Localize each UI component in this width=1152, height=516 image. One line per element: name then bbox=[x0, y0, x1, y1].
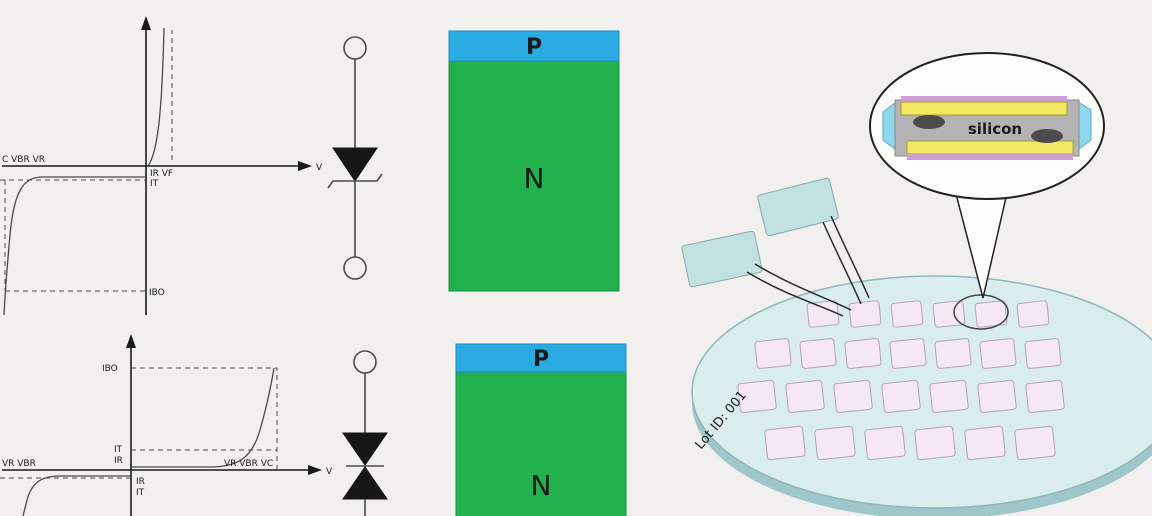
wafer-die bbox=[785, 379, 825, 414]
wafer-die bbox=[864, 425, 906, 461]
passivation-top bbox=[901, 96, 1067, 102]
wafer-die bbox=[889, 338, 927, 369]
it-lower-label: IT bbox=[136, 488, 145, 498]
p-region bbox=[455, 343, 627, 373]
n-region bbox=[455, 343, 627, 516]
triangle-down-icon bbox=[342, 432, 388, 466]
probe-pad-left bbox=[681, 230, 763, 288]
p-label: P bbox=[533, 347, 549, 372]
it-label: IT bbox=[150, 179, 159, 189]
probe-wire bbox=[822, 221, 862, 305]
n-label: N bbox=[524, 162, 545, 195]
wafer-die bbox=[929, 379, 969, 414]
ir-vf-label: IR VF bbox=[150, 169, 173, 179]
probe-wire bbox=[754, 263, 852, 311]
diac-symbol bbox=[342, 350, 388, 516]
iv-graph-diac: V IBO IT IR VR VBR VR VBR VC IR IT bbox=[0, 334, 333, 516]
terminal-top-icon bbox=[353, 350, 377, 374]
metal-layer-top bbox=[900, 101, 1068, 116]
breakover-curve bbox=[131, 367, 275, 468]
probe-wire bbox=[830, 215, 870, 299]
it-upper-label: IT bbox=[114, 445, 123, 455]
wafer-die bbox=[1014, 425, 1056, 461]
n-region bbox=[448, 30, 620, 292]
wafer-die bbox=[806, 300, 840, 328]
reverse-curve bbox=[22, 475, 131, 516]
wafer-die bbox=[914, 425, 956, 461]
n-label: N bbox=[531, 469, 552, 502]
contact-bump-left bbox=[913, 115, 945, 129]
wafer-die bbox=[1016, 300, 1050, 328]
x-axis-label: V bbox=[326, 467, 333, 477]
ibo-label: IBO bbox=[102, 364, 118, 374]
wafer-die bbox=[890, 300, 924, 328]
x-axis-arrow-icon bbox=[308, 465, 322, 475]
passivation-bottom bbox=[907, 154, 1073, 160]
wafer-die bbox=[737, 379, 777, 414]
silicon-label: silicon bbox=[968, 120, 1022, 138]
probe-wire bbox=[746, 271, 844, 317]
contact-bump-right bbox=[1031, 129, 1063, 143]
ir-upper-label: IR bbox=[114, 456, 123, 466]
x-axis-arrow-icon bbox=[298, 161, 312, 171]
zener-diode-symbol bbox=[327, 36, 383, 280]
wafer-die bbox=[977, 379, 1017, 414]
wafer-die bbox=[833, 379, 873, 414]
vr-vbr-left-label: VR VBR bbox=[2, 459, 36, 469]
wafer-die bbox=[1024, 338, 1062, 369]
wafer-die bbox=[881, 379, 921, 414]
probe-pads bbox=[681, 177, 870, 317]
diode-triangle-icon bbox=[332, 147, 378, 182]
die-grid bbox=[737, 300, 1065, 461]
wafer-die bbox=[974, 300, 1008, 328]
wafer-die bbox=[814, 425, 856, 461]
vr-vbr-vc-label: VR VBR VC bbox=[224, 459, 273, 469]
ibo-dash-box bbox=[131, 367, 278, 470]
terminal-top-icon bbox=[343, 36, 367, 60]
highlight-circle bbox=[953, 294, 1009, 330]
ir-lower-label: IR bbox=[136, 477, 145, 487]
wafer-die bbox=[844, 338, 882, 369]
wafer-die bbox=[754, 338, 792, 369]
p-label: P bbox=[526, 35, 542, 60]
x-axis-label: V bbox=[316, 163, 323, 173]
wafer-die bbox=[848, 300, 882, 328]
die-cross-section: silicon bbox=[882, 96, 1092, 160]
reverse-curve bbox=[3, 176, 146, 316]
wafer-die bbox=[799, 338, 837, 369]
wafer-illustration: Lot ID: 001 silicon bbox=[681, 52, 1152, 516]
triangle-up-icon bbox=[342, 466, 388, 500]
wafer-die bbox=[964, 425, 1006, 461]
p-region bbox=[448, 30, 620, 62]
pn-junction-top: P N bbox=[448, 30, 620, 292]
wafer-die bbox=[979, 338, 1017, 369]
ibo-label: IBO bbox=[149, 288, 165, 298]
wafer-die bbox=[934, 338, 972, 369]
wafer-die bbox=[1025, 379, 1065, 414]
y-axis-arrow-icon bbox=[141, 16, 151, 30]
y-axis-arrow-icon bbox=[126, 334, 136, 348]
wafer-die bbox=[764, 425, 806, 461]
iv-graph-zener: V C VBR VR IR VF IT IBO bbox=[0, 16, 323, 316]
probe-pad-right bbox=[757, 177, 839, 237]
forward-curve bbox=[147, 27, 165, 167]
pn-junction-bottom: P N bbox=[455, 343, 627, 516]
vbr-vr-label: C VBR VR bbox=[2, 155, 45, 165]
terminal-bottom-icon bbox=[343, 256, 367, 280]
